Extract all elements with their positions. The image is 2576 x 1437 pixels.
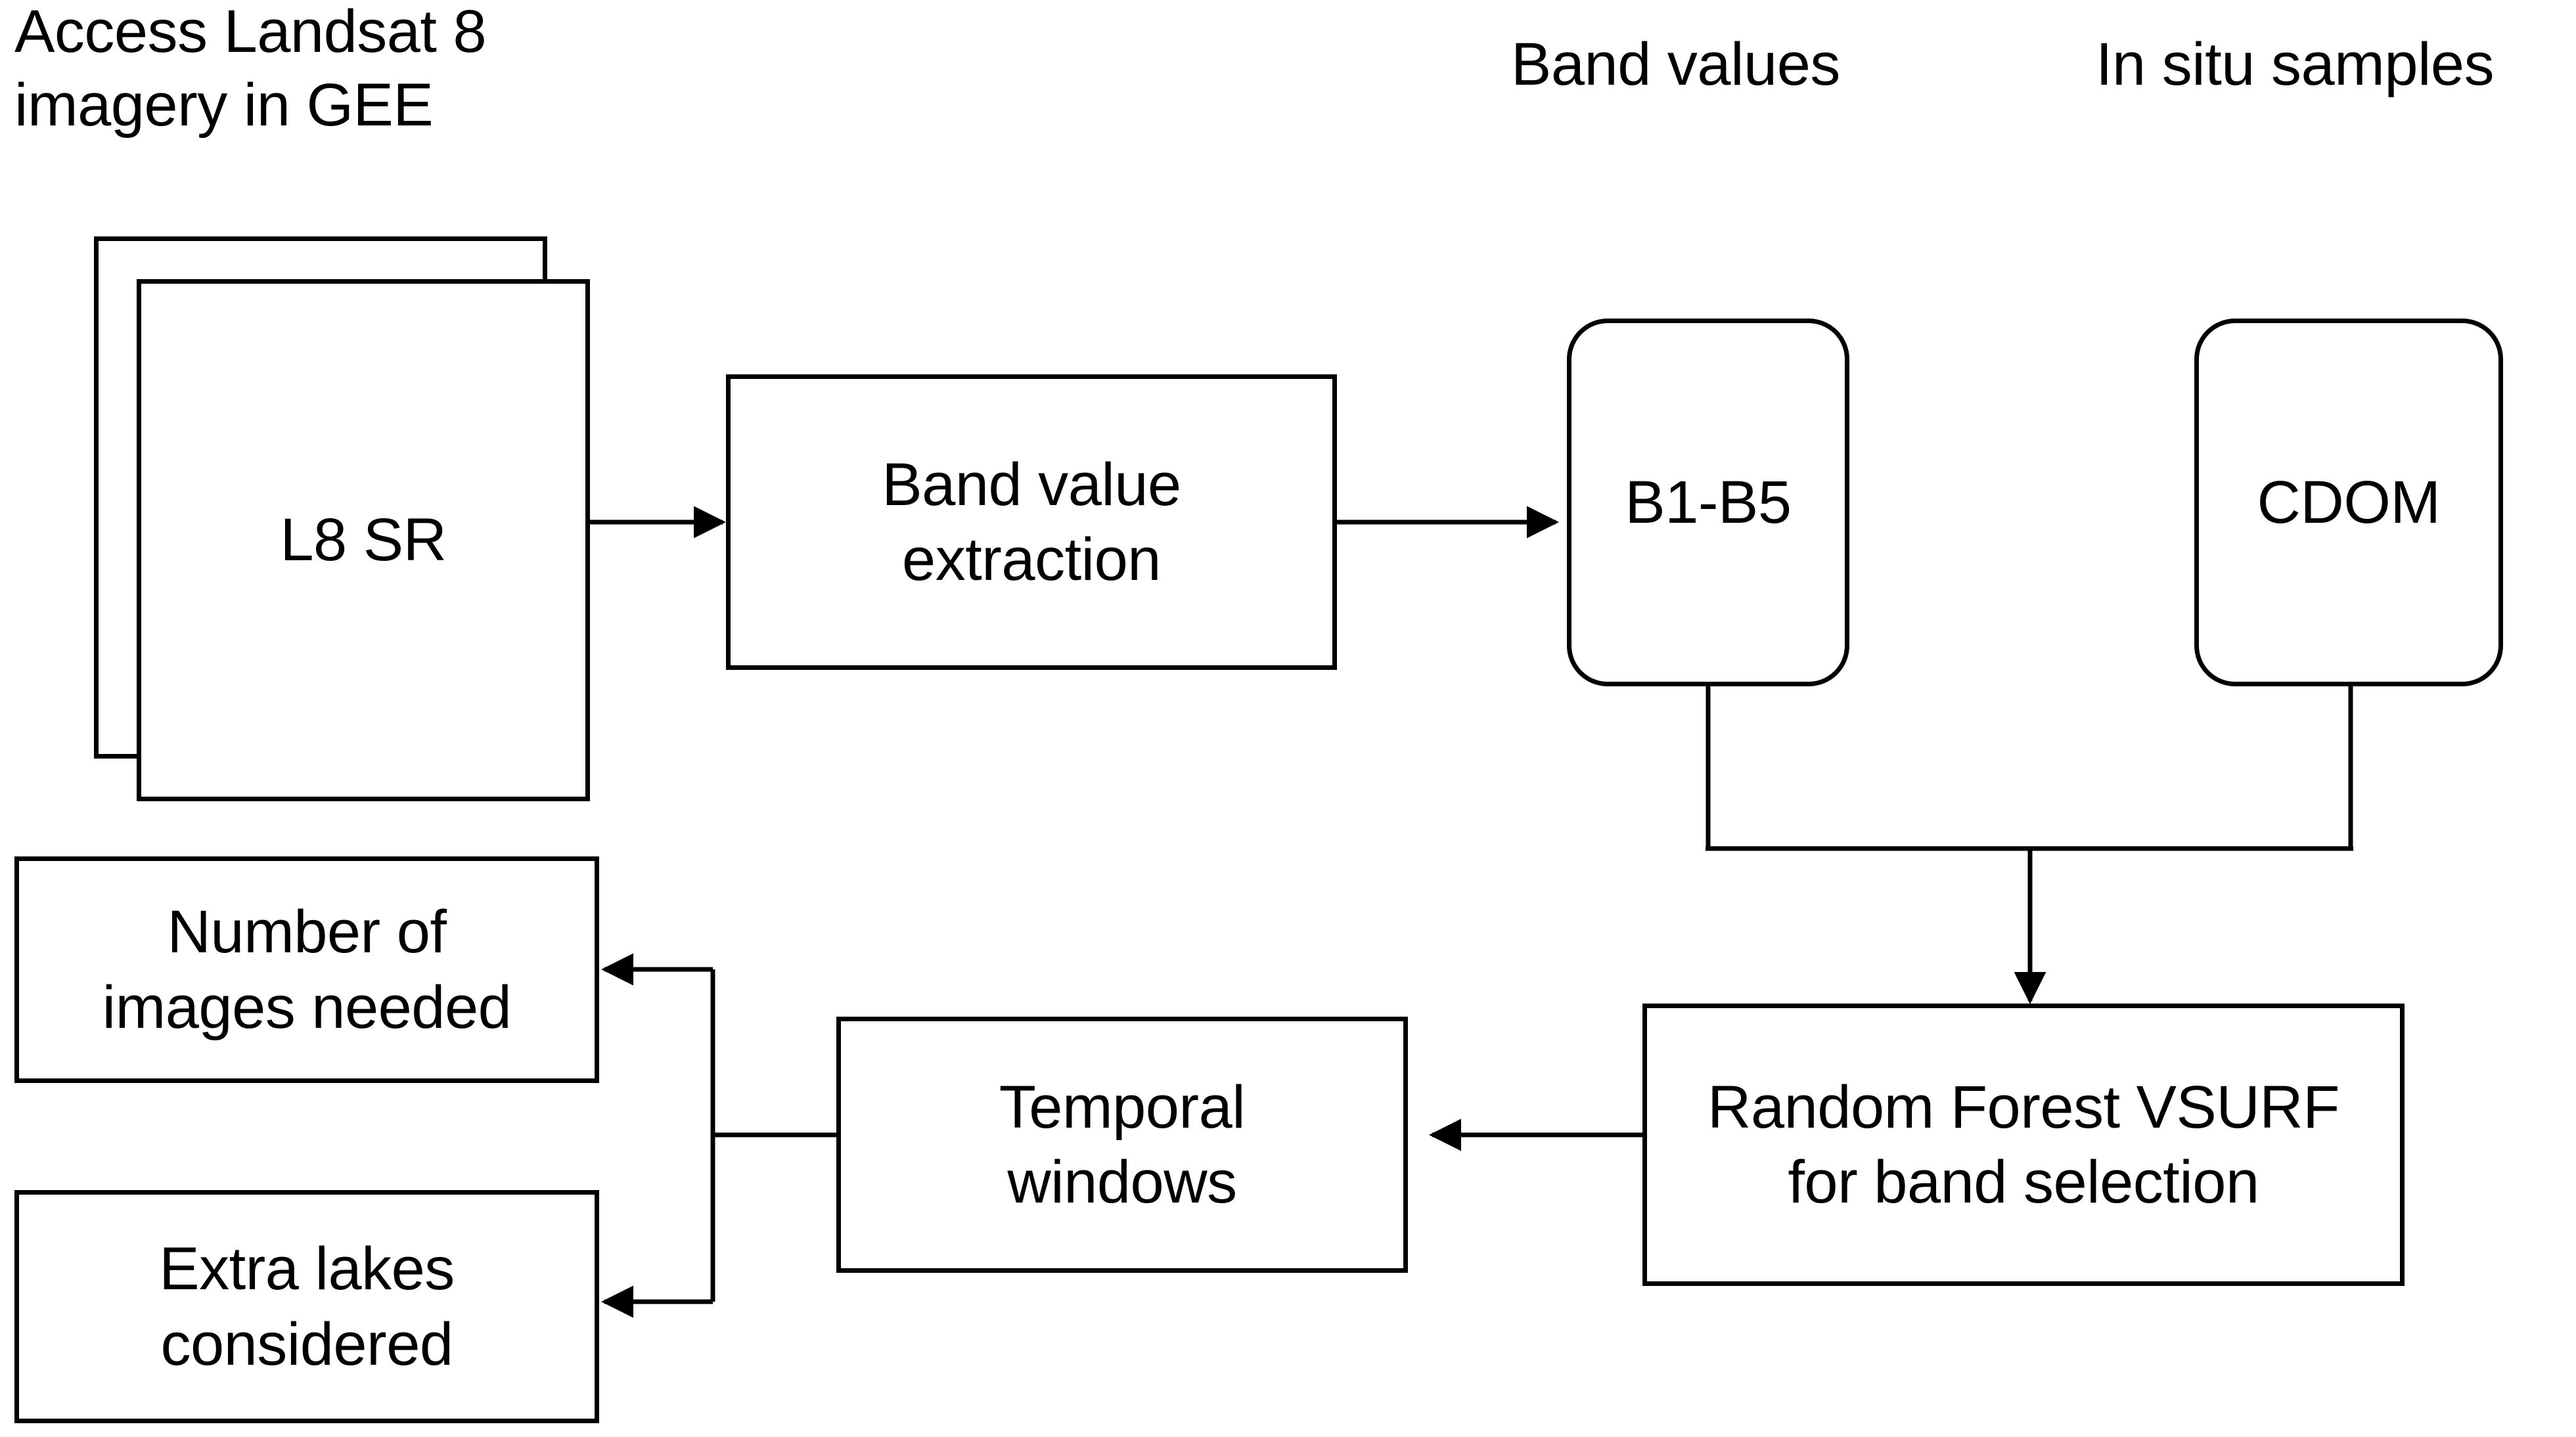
caption-band-values: Band values — [1511, 31, 1840, 98]
node-number-of-images-needed[interactable]: Number of images needed — [14, 856, 599, 1083]
caption-access-landsat: Access Landsat 8 imagery in GEE — [14, 0, 487, 139]
node-extra-lakes-considered[interactable]: Extra lakes considered — [14, 1190, 599, 1423]
caption-in-situ-samples: In situ samples — [2096, 31, 2495, 98]
node-cdom[interactable]: CDOM — [2194, 319, 2503, 686]
node-random-forest-vsurf[interactable]: Random Forest VSURF for band selection — [1642, 1004, 2405, 1286]
node-l8-sr[interactable]: L8 SR — [137, 279, 590, 801]
node-band-value-extraction[interactable]: Band value extraction — [726, 374, 1337, 670]
node-b1-b5[interactable]: B1-B5 — [1567, 319, 1849, 686]
node-temporal-windows[interactable]: Temporal windows — [836, 1017, 1408, 1273]
